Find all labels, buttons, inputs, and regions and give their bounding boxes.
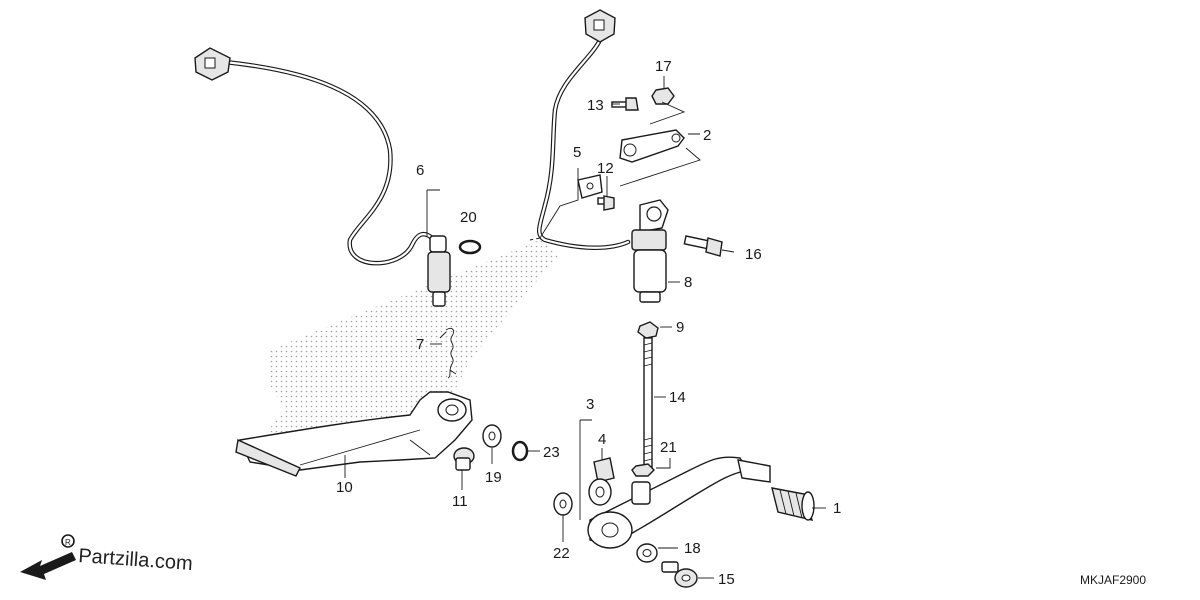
- callout-4: 4: [598, 431, 606, 448]
- diagram-code: MKJAF2900: [1080, 573, 1146, 587]
- washer-18: [636, 543, 658, 563]
- callout-1: 1: [833, 500, 841, 517]
- snap-ring-23: [511, 440, 529, 462]
- shift-rubber-1: [771, 487, 815, 521]
- callout-15: 15: [718, 571, 735, 588]
- leader-lines: [344, 76, 826, 579]
- callout-10: 10: [336, 479, 353, 496]
- callout-8: 8: [684, 274, 692, 291]
- dashed-reference-lines: [529, 237, 541, 241]
- bolt-16: [683, 235, 723, 257]
- bolt-13: [611, 97, 639, 111]
- washer-19: [482, 424, 502, 448]
- rear-brake-light-switch: [427, 235, 451, 307]
- callout-21: 21: [660, 439, 677, 456]
- tie-rod-end-4: [588, 457, 615, 506]
- gearshift-pedal-1: [587, 456, 771, 549]
- svg-text:R: R: [65, 538, 71, 547]
- washer-22: [553, 492, 573, 516]
- callout-9: 9: [676, 319, 684, 336]
- callout-7: 7: [416, 336, 424, 353]
- callout-11: 11: [452, 493, 468, 510]
- callouts: 1 2 3 4 5 6 7 8 9 10 11 12 13 14 15 16 1…: [336, 58, 841, 588]
- bolt-12: [597, 195, 615, 211]
- wire-clamp-5: [577, 174, 603, 199]
- pivot-bolt-15: [661, 561, 698, 588]
- watermark-text: Partzilla.com: [78, 545, 194, 575]
- callout-20: 20: [460, 209, 477, 226]
- gear-position-sensor-8: [631, 199, 669, 303]
- callout-18: 18: [684, 540, 701, 557]
- nut-9: [637, 321, 659, 339]
- shift-sensor-wire: [537, 37, 631, 250]
- brake-pedal: [235, 391, 473, 477]
- callout-16: 16: [745, 246, 762, 263]
- callout-22: 22: [553, 545, 570, 562]
- partzilla-logo-icon: R: [61, 534, 75, 548]
- pivot-bolt-11: [453, 447, 475, 471]
- callout-5: 5: [573, 144, 581, 161]
- callout-14: 14: [669, 389, 686, 406]
- callout-23: 23: [543, 444, 560, 461]
- snap-ring-20: [458, 239, 482, 255]
- callout-13: 13: [587, 97, 604, 114]
- brake-switch-wire: [222, 59, 435, 266]
- callout-2: 2: [703, 127, 711, 144]
- callout-3: 3: [586, 396, 594, 413]
- front-direction-arrow-icon: [20, 552, 76, 580]
- brake-switch-connector: [194, 47, 231, 81]
- shift-sensor-connector: [584, 9, 616, 43]
- callout-12: 12: [597, 160, 614, 177]
- tie-rod-14: [643, 337, 653, 469]
- callout-19: 19: [485, 469, 502, 486]
- return-spring: [439, 327, 457, 379]
- callout-6: 6: [416, 162, 424, 179]
- shift-arm-2: [619, 129, 685, 163]
- nut-21: [631, 463, 655, 477]
- callout-17: 17: [655, 58, 672, 75]
- nut-17: [651, 87, 675, 105]
- stipple-shading: [260, 240, 560, 470]
